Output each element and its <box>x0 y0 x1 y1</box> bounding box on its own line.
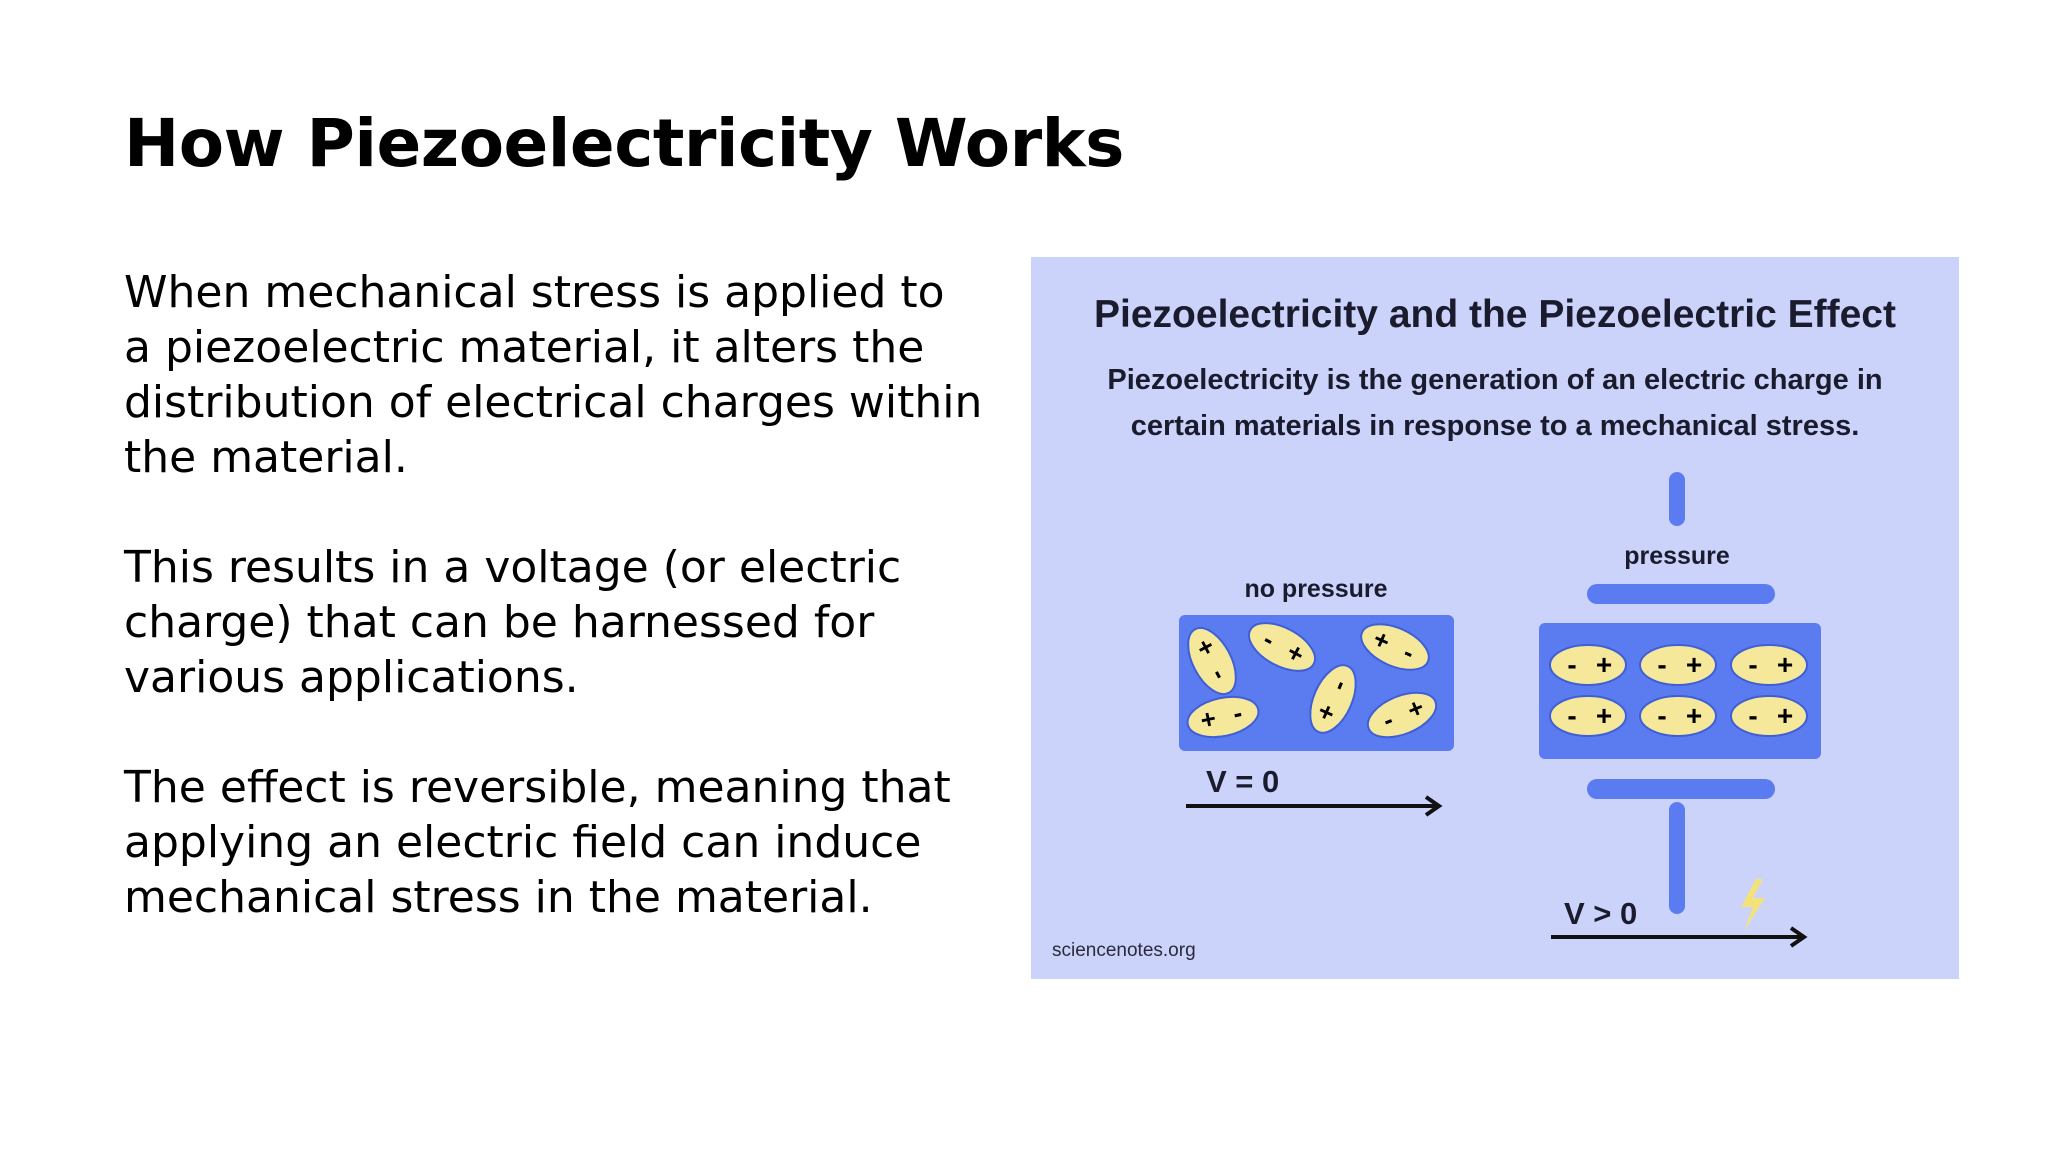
voltage-zero-label: V = 0 <box>1206 764 1279 799</box>
dipole-random-2: - + <box>1247 622 1317 672</box>
svg-text:-: - <box>1657 649 1666 680</box>
arrow-right-icon <box>1551 926 1808 948</box>
svg-text:+: + <box>1686 649 1702 680</box>
dipole-aligned-3: - + <box>1730 644 1808 686</box>
slide-title: How Piezoelectricity Works <box>124 105 1124 182</box>
svg-text:-: - <box>1567 649 1576 680</box>
dipole-random-5: + - <box>1360 623 1430 671</box>
pressure-label: pressure <box>1624 542 1730 570</box>
diagram-drawing: no pressure + - - + + - + - + - <box>1179 472 1821 948</box>
paragraph-stress: When mechanical stress is applied to a p… <box>124 267 983 483</box>
no-pressure-label: no pressure <box>1244 575 1387 603</box>
crystal-stressed <box>1539 623 1821 759</box>
piezoelectric-diagram: Piezoelectricity and the Piezoelectric E… <box>1031 257 1959 979</box>
svg-text:+: + <box>1777 700 1793 731</box>
press-plate-bottom <box>1587 779 1775 799</box>
diagram-title: Piezoelectricity and the Piezoelectric E… <box>1094 293 1896 336</box>
dipole-random-4: + - <box>1309 664 1357 734</box>
arrow-right-icon <box>1186 795 1443 817</box>
voltage-positive-label: V > 0 <box>1564 896 1637 931</box>
svg-text:+: + <box>1198 703 1219 736</box>
svg-text:-: - <box>1567 700 1576 731</box>
dipole-random-3: + - <box>1186 695 1260 739</box>
dipole-random-1: + - <box>1187 626 1237 696</box>
dipole-aligned-2: - + <box>1639 644 1717 686</box>
svg-text:+: + <box>1596 700 1612 731</box>
paragraph-reversible: The effect is reversible, meaning that a… <box>124 762 951 923</box>
press-plate-top <box>1587 584 1775 604</box>
dipole-aligned-4: - + <box>1549 695 1627 737</box>
paragraph-voltage: This results in a voltage (or electric c… <box>124 542 902 703</box>
svg-text:+: + <box>1686 700 1702 731</box>
dipole-aligned-6: - + <box>1730 695 1808 737</box>
dipole-random-6: - + <box>1366 692 1438 739</box>
lightning-bolt-icon <box>1741 879 1765 931</box>
svg-text:-: - <box>1657 700 1666 731</box>
press-rod-bottom <box>1669 802 1685 914</box>
slide-body: When mechanical stress is applied to a p… <box>124 265 984 980</box>
svg-text:+: + <box>1777 649 1793 680</box>
svg-text:-: - <box>1748 700 1757 731</box>
dipole-aligned-5: - + <box>1639 695 1717 737</box>
source-credit: sciencenotes.org <box>1052 940 1196 961</box>
svg-text:+: + <box>1596 649 1612 680</box>
svg-text:-: - <box>1748 649 1757 680</box>
diagram-subtitle: Piezoelectricity is the generation of an… <box>1107 364 1883 442</box>
press-rod-top <box>1669 472 1685 526</box>
dipole-aligned-1: - + <box>1549 644 1627 686</box>
